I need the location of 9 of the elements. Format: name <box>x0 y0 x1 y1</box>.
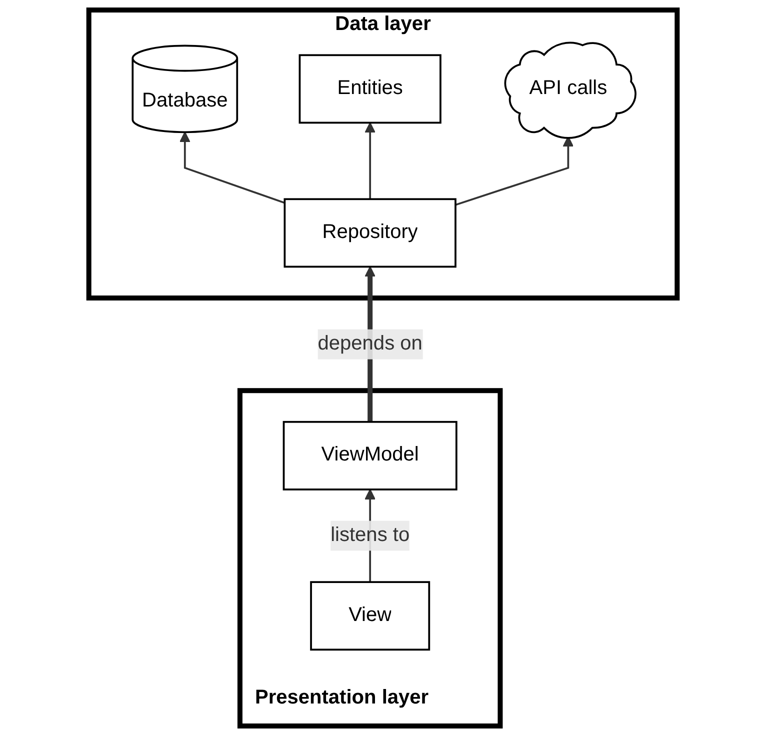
edge-label: depends on <box>318 333 422 354</box>
arrow <box>455 136 574 206</box>
node-box: View <box>310 581 430 651</box>
edge-label: listens to <box>330 524 410 546</box>
node-box: Entities <box>298 54 442 124</box>
node-box: Repository <box>284 198 456 268</box>
arrow <box>364 122 376 200</box>
node-box: ViewModel <box>282 420 458 490</box>
arrow <box>179 132 285 204</box>
